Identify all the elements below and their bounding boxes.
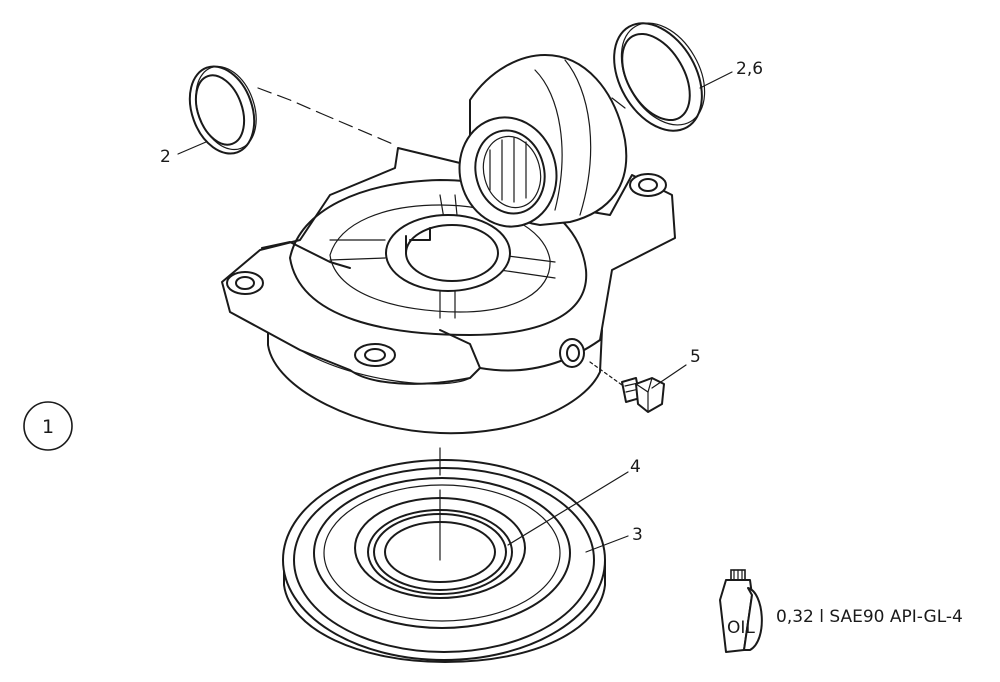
leader-2-6 xyxy=(699,71,733,89)
drain-plug xyxy=(621,377,665,413)
seal-ring-left xyxy=(188,65,257,155)
callout-2: 2 xyxy=(160,147,171,167)
seal-ring-right xyxy=(613,22,706,132)
callout-3: 3 xyxy=(632,525,643,545)
assembly-line-right xyxy=(611,97,626,109)
callout-2-6: 2,6 xyxy=(736,59,763,79)
callout-1: 1 xyxy=(42,416,54,438)
part-1-marker: 1 xyxy=(23,401,73,451)
plug-axis xyxy=(589,361,623,386)
oil-spec: 0,32 l SAE90 API-GL-4 xyxy=(776,607,963,627)
oil-can-label: OIL xyxy=(727,618,755,638)
leader-3 xyxy=(585,535,629,553)
leader-4 xyxy=(507,471,629,546)
assembly-line-left xyxy=(257,87,321,114)
bearing xyxy=(458,54,628,228)
leader-5 xyxy=(651,364,687,389)
callout-5: 5 xyxy=(690,347,701,367)
oil-can-icon: OIL xyxy=(719,569,763,653)
leader-2 xyxy=(177,141,207,155)
callout-4: 4 xyxy=(630,457,641,477)
assembly-line-left-2 xyxy=(319,112,396,146)
